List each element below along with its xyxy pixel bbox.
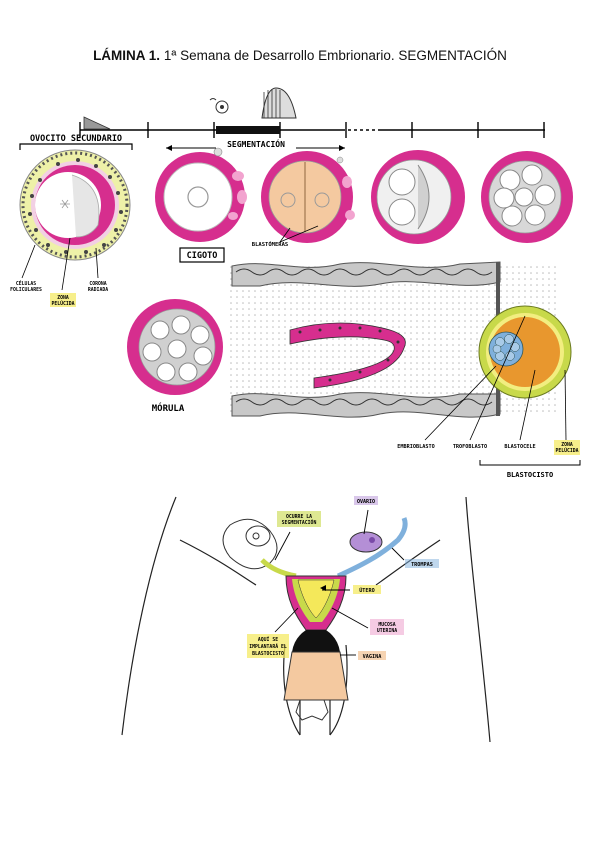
label-cigoto: CIGOTO — [187, 251, 218, 261]
label-embrioblasto: EMBRIOBLASTO — [397, 444, 434, 450]
title-rest: 1ª Semana de Desarrollo Embrionario. SEG… — [160, 48, 507, 63]
cigoto-label-box — [179, 247, 225, 263]
ovocito-pointer-lines — [21, 237, 99, 291]
endometrium-icon — [261, 87, 297, 119]
eight-cell-stage — [481, 151, 573, 243]
segmentacion-label-group: SEGMENTACIÓN — [166, 138, 345, 151]
four-cell-stage — [371, 150, 465, 244]
ovocito-secundario — [19, 149, 131, 261]
label-blastocisto: BLASTOCISTO — [507, 471, 553, 479]
reproductive-organs — [222, 517, 408, 721]
morula-cell — [127, 299, 223, 395]
label-utero: ÚTERO — [359, 587, 375, 594]
label-morula: MÓRULA — [152, 402, 185, 414]
label-ovocito: OVOCITO SECUNDARIO — [30, 134, 122, 144]
fertilization-icon — [209, 98, 229, 114]
label-trompas: TROMPAS — [411, 562, 433, 568]
blastocisto — [478, 305, 572, 399]
page-title: LÁMINA 1. 1ª Semana de Desarrollo Embrio… — [0, 48, 600, 63]
label-vagina: VAGINA — [363, 654, 383, 660]
cigoto-cell — [155, 147, 247, 242]
label-segmentacion: SEGMENTACIÓN — [227, 138, 285, 149]
label-ovario: OVARIO — [357, 499, 375, 505]
timeline — [79, 87, 545, 138]
label-blastomeras: BLASTÓMERAS — [252, 241, 288, 248]
timeline-wedge — [83, 116, 111, 130]
label-blastocele: BLASTOCELE — [504, 444, 535, 450]
label-trofoblasto: TROFOBLASTO — [453, 444, 487, 450]
ovocito-label-group: OVOCITO SECUNDARIO — [19, 134, 133, 150]
timeline-segment-bar — [216, 126, 280, 134]
title-bold: LÁMINA 1. — [93, 48, 161, 63]
two-cell-stage — [261, 151, 355, 243]
